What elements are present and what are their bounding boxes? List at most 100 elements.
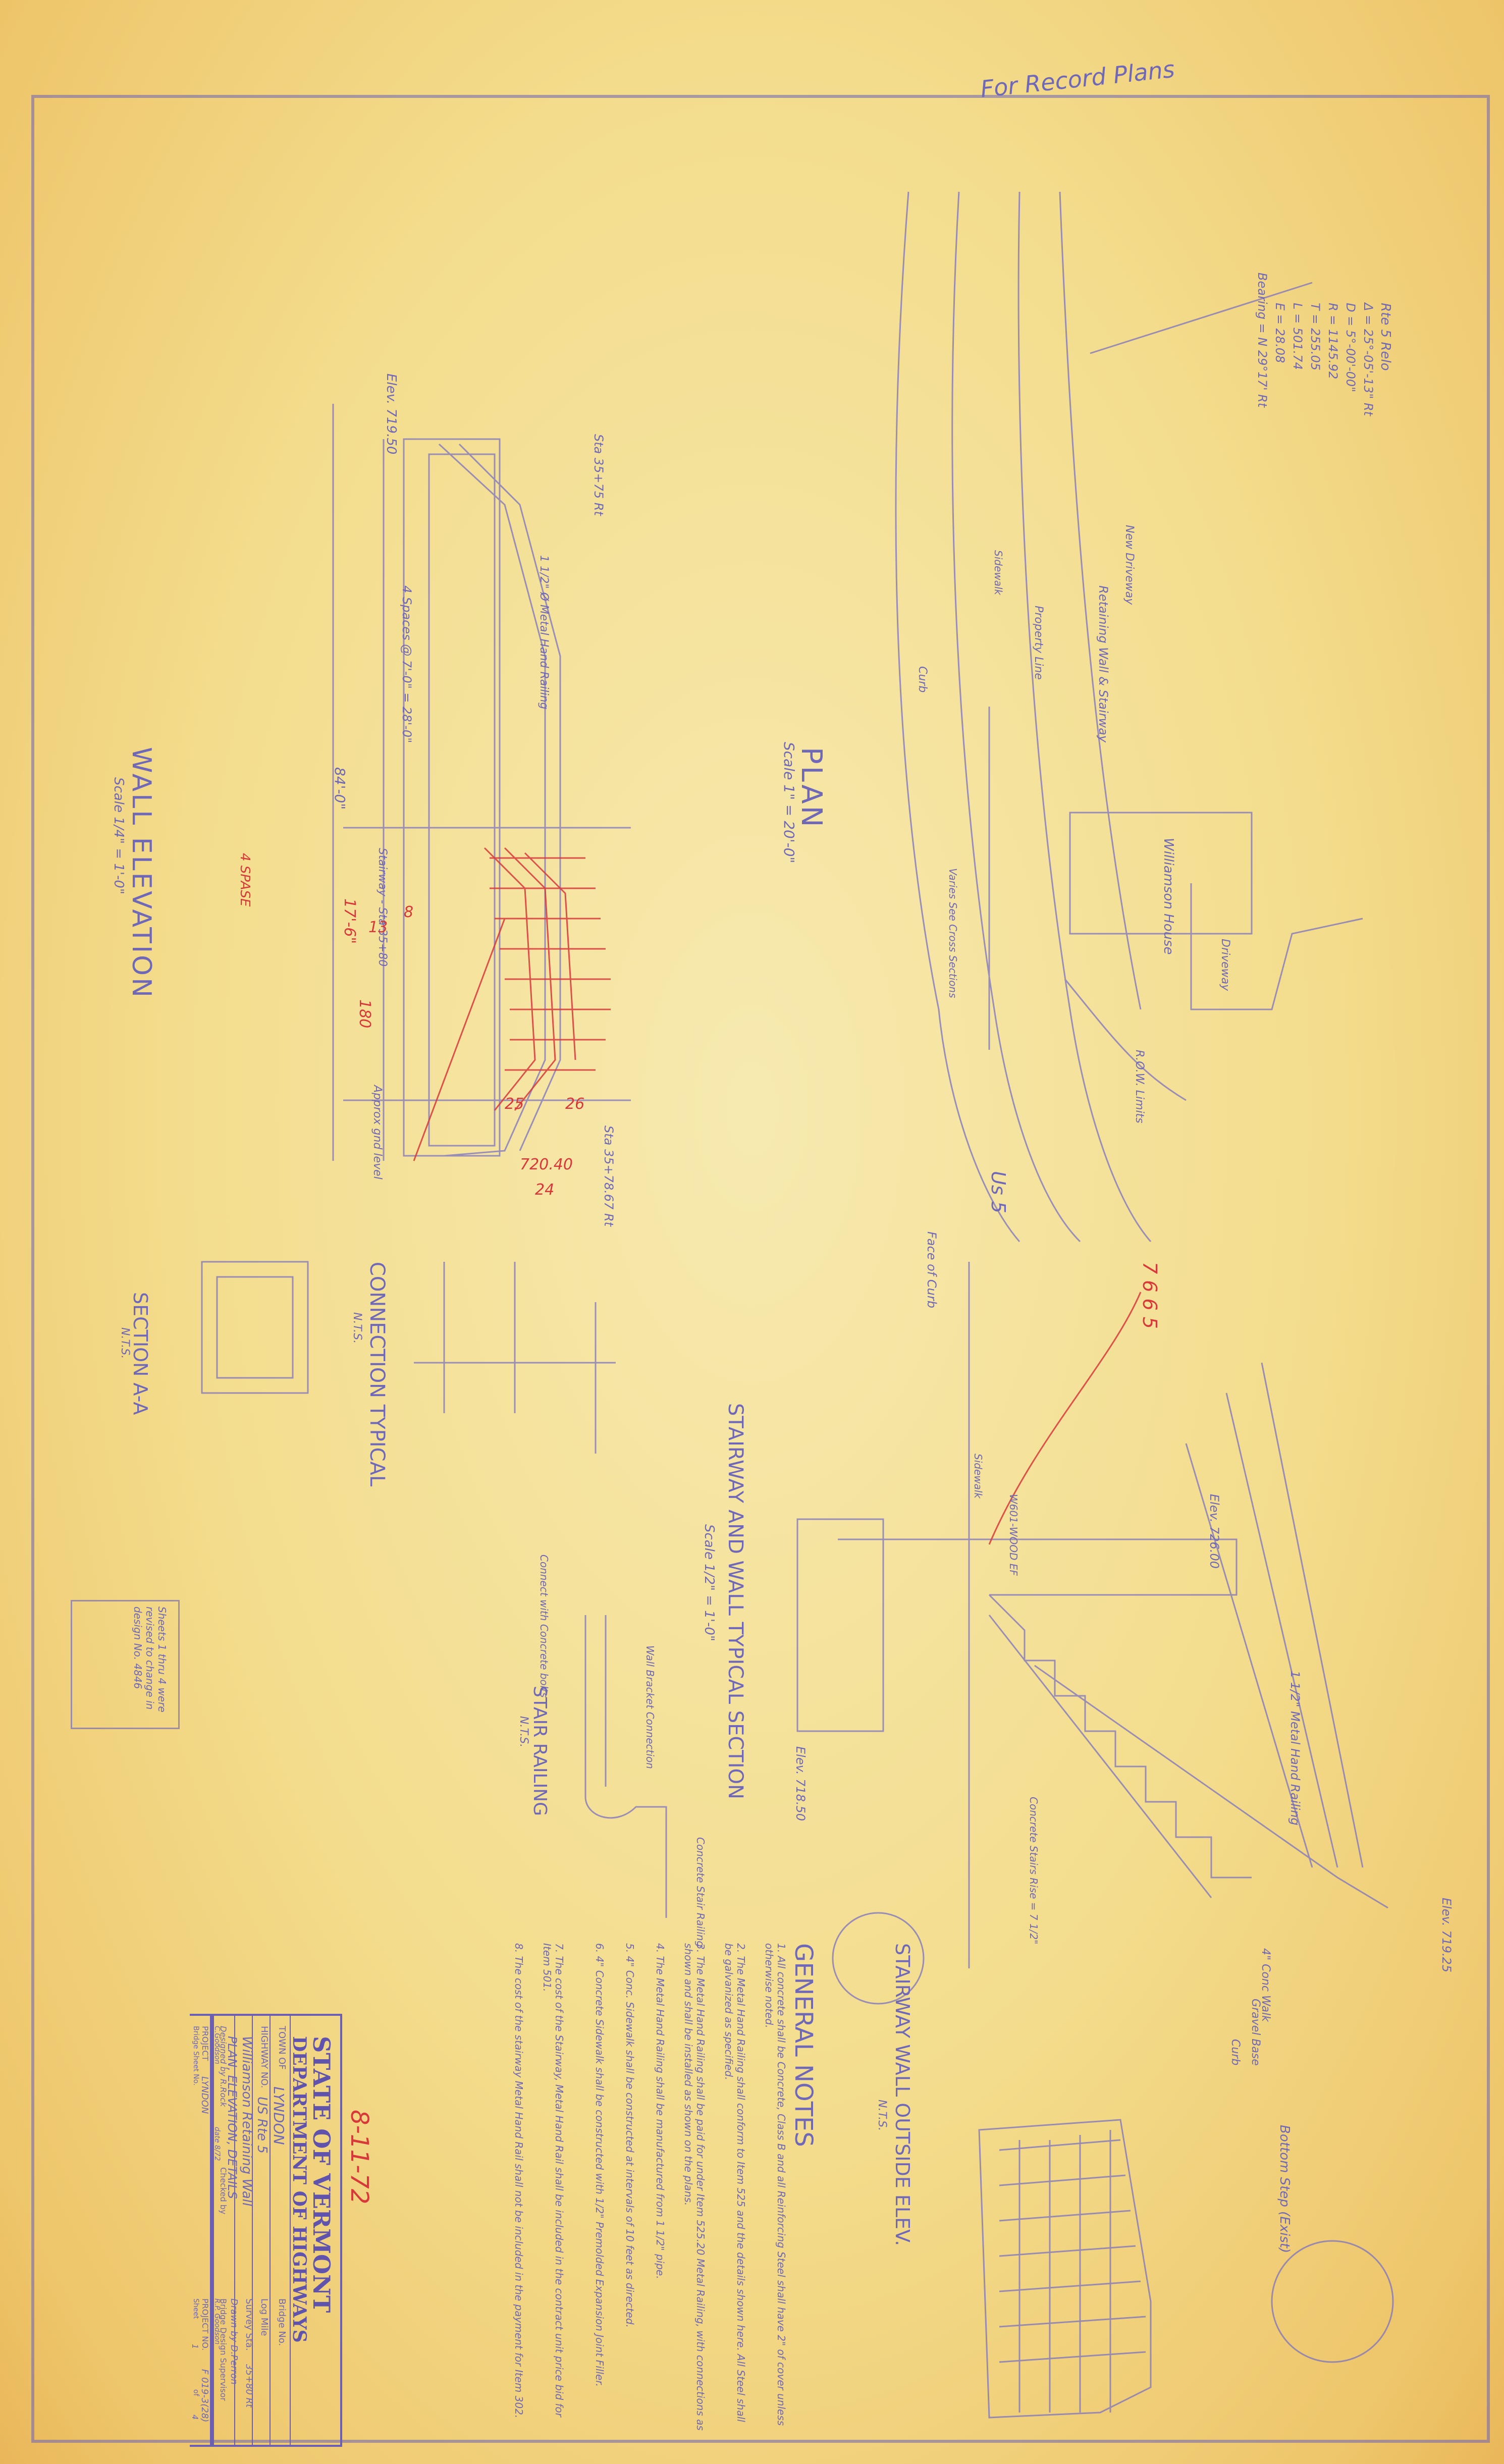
outside-elev-title: STAIRWAY WALL OUTSIDE ELEV. [891,1943,914,2246]
tb-highway: US Rte 5 [254,2097,270,2154]
red-mark: 720.40 [520,1156,573,1173]
wall-approx-gnd: Approx gnd level [371,1085,384,1180]
tb-project-no-label: PROJECT NO. [200,2298,210,2351]
plan-williamson-house: Williamson House [1161,838,1176,955]
tb-survey-sta: 35+80 Rt [244,2364,254,2408]
stair-railing-label: Concrete Stair Railing [694,1837,707,1948]
red-mark: 25 [505,1095,524,1113]
tb-drawn-by: Drawn by D.Perron [229,2298,239,2385]
plan-driveway: Driveway [1219,939,1231,991]
tb-log-mile-label: Log Mile [259,2298,270,2336]
tb-project-name: LYNDON [199,2076,210,2114]
red-mark: 4 SPASE [237,853,252,907]
stair-railing-label: Wall Bracket Connection [644,1645,656,1769]
wall-dim-84: 84'-0" [332,767,348,810]
red-mark: 8 [404,903,414,921]
sheets-note-box: Sheets 1 thru 4 were revised to change i… [71,1600,180,1729]
tb-date: date 8/72 [213,2127,221,2161]
tb-checker-name: C.Goodson [213,2026,221,2064]
curve-line: Δ = 25°-05'-13" Rt [1361,303,1375,416]
stair-wood-ef: W601-WOOD EF [1007,1494,1019,1576]
red-mark: 13 [368,919,388,936]
section-aa-title: SECTION A-A [129,1292,151,1415]
sheets-note: Sheets 1 thru 4 were revised to change i… [132,1606,168,1712]
tb-sheet-label: Sheet [192,2298,200,2319]
general-notes-title: GENERAL NOTES [789,1943,818,2147]
curve-line: T = 255.05 [1308,303,1322,371]
curve-line: Bearing = N 29°17' Rt [1255,273,1269,408]
tb-survey-sta-label: Survey Sta. [244,2298,254,2351]
section-aa-subtitle: N.T.S. [119,1327,131,1359]
stair-handrail: 1 1/2" Metal Hand Railing [1288,1671,1302,1826]
red-mark: 17'-6" [341,898,358,944]
red-mark: 24 [535,1181,555,1199]
title-block-footer: PROJECT LYNDON PROJECT NO. F 019-3(28) B… [190,2014,212,2447]
tb-checked-by: Checked by [219,2167,228,2215]
tb-bridge-no-label: Bridge No. [277,2298,287,2346]
tb-highway-label: HIGHWAY NO. [259,2026,270,2088]
stair-gravel: Gravel Base [1249,1999,1262,2066]
wall-sta-right: Sta 35+78.67 Rt [602,1126,616,1227]
stair-railing-label: Connect with Concrete bolts [538,1555,550,1698]
stair-curb: Curb [1229,2039,1242,2066]
stairway-section-title: STAIRWAY AND WALL TYPICAL SECTION [724,1403,747,1799]
tb-state: STATE OF VERMONT [308,2036,335,2313]
tb-town: LYNDON [271,2086,287,2145]
plan-varies: Varies See Cross Sections [947,868,959,998]
plan-curb: Curb [916,666,929,693]
plan-row-limits: R.O.W. Limits [1133,1050,1146,1123]
wall-metal-railing: 1 1/2" Ø Metal Hand Railing [538,555,550,710]
general-note: 3. The Metal Hand Railing shall be paid … [682,1943,707,2431]
stair-elev-a: Elev. 726.00 [1207,1494,1221,1569]
plan-property-line: Property Line [1032,606,1045,680]
tb-sheet-no: 1 [190,2344,200,2349]
stair-railing-title: STAIR RAILING [529,1686,550,1816]
tb-department: DEPARTMENT OF HIGHWAYS [289,2036,310,2343]
tb-of-label: of [192,2389,200,2396]
title-block: STATE OF VERMONT DEPARTMENT OF HIGHWAYS … [212,2014,342,2447]
stair-face-of-curb: Face of Curb [925,1231,939,1308]
wall-sta-left: Sta 35+75 Rt [592,434,606,516]
connection-title: CONNECTION TYPICAL [365,1262,389,1487]
curve-line: D = 5°-00'-00" [1344,303,1358,393]
general-note: 8. The cost of the stairway Metal Hand R… [513,1943,525,2419]
stair-elev-b: Elev. 718.50 [793,1746,808,1822]
stair-railing-subtitle: N.T.S. [517,1716,530,1748]
connection-subtitle: N.T.S. [351,1312,363,1344]
wall-elev-top: Elev. 719.50 [384,373,399,455]
stair-sidewalk: Sidewalk [972,1454,984,1499]
red-mark: 180 [356,999,373,1029]
stair-red-note: 7 6 6 5 [1139,1262,1161,1329]
general-note: 1. All concrete shall be Concrete, Class… [763,1943,787,2426]
stairway-section-scale: Scale 1/2" = 1'-0" [702,1524,717,1641]
stair-bottom-step: Bottom Step (Exist) [1277,2125,1292,2254]
plan-new-driveway: New Driveway [1123,525,1136,605]
tb-project-no: F 019-3(28) [199,2369,210,2423]
stair-concrete-stairs: Concrete Stairs Rise = 7 1/2" [1028,1797,1040,1945]
curve-line: E = 28.08 [1273,303,1287,363]
sheet-border [31,95,1490,2443]
stair-elev-c: Elev. 719.25 [1439,1898,1454,1973]
general-note: 4. The Metal Hand Railing shall be manuf… [654,1943,666,2279]
wall-stairway: Stairway - Sta 35+80 [376,848,389,967]
tb-project-label: PROJECT [200,2026,210,2061]
tb-project-title: Williamson Retaining Wall [239,2036,254,2207]
outside-elev-subtitle: N.T.S. [876,2100,888,2131]
tb-town-label: TOWN OF [277,2026,287,2070]
tb-bridge-sheet-label: Bridge Sheet No. [192,2026,200,2086]
wall-elevation-scale: Scale 1/4" = 1'-0" [111,777,126,894]
tb-total-sheets: 4 [190,2415,200,2420]
date-stamp: 8-11-72 [345,2110,373,2205]
general-note: 2. The Metal Hand Railing shall conform … [723,1943,747,2422]
plan-scale: Scale 1" = 20'-0" [781,742,797,864]
plan-retaining-wall: Retaining Wall & Stairway [1096,585,1110,743]
general-note: 5. 4" Conc. Sidewalk shall be constructe… [624,1943,636,2328]
tb-supervisor-name: R.P. Goodson [213,2298,221,2345]
general-note: 6. 4" Concrete Sidewalk shall be constru… [594,1943,606,2387]
red-mark: 26 [565,1095,585,1113]
wall-spacing: 4 Spaces @ 7'-0" = 28'-0" [400,585,414,743]
plan-route: Us 5 [987,1171,1009,1213]
curve-line: L = 501.74 [1291,303,1305,370]
